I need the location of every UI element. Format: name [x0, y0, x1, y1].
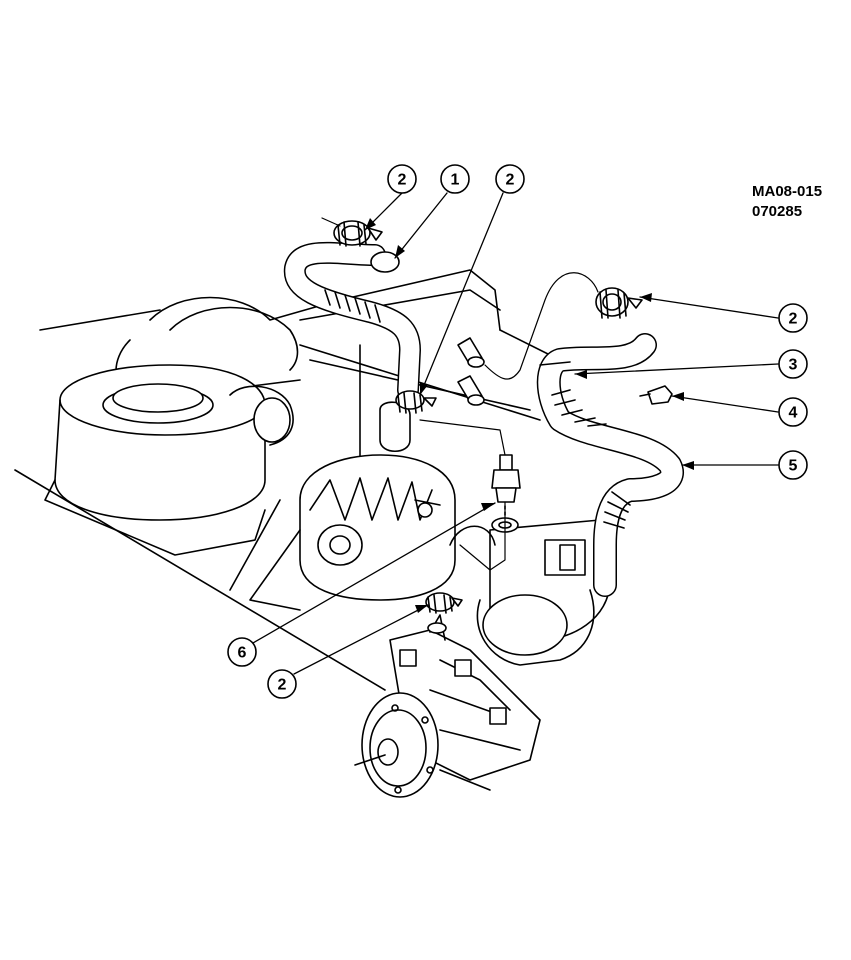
hose-clamp-top-left [333, 220, 383, 247]
callout-circle-3 [778, 349, 808, 379]
hose-fitting [491, 454, 521, 533]
callout-circles [227, 164, 808, 699]
callout-label-2-bottom: 2 [278, 677, 287, 694]
alternator [229, 401, 456, 611]
callout-label-5: 5 [789, 458, 798, 475]
air-cleaner [44, 306, 299, 556]
heater-hose-1 [283, 241, 421, 401]
callout-label-3: 3 [789, 357, 798, 374]
callout-label-1: 1 [451, 172, 460, 189]
callout-label-4: 4 [789, 405, 798, 422]
callout-circle-4 [778, 397, 808, 427]
callout-circle-2-top-center [495, 164, 525, 194]
drawing-number: MA08-015 [752, 183, 823, 200]
hose-clamp-bottom [425, 592, 463, 614]
callout-circle-2-bottom [267, 669, 297, 699]
callout-circle-1 [440, 164, 470, 194]
callout-circle-6 [227, 637, 257, 667]
cylinder-plugs [457, 337, 485, 406]
callout-numbers: 2 1 2 2 3 4 5 6 2 [238, 172, 798, 694]
heater-hose-5 [536, 333, 684, 597]
routing-lines [321, 217, 599, 571]
drawing-date-code: 070285 [752, 203, 803, 220]
water-pump [354, 614, 541, 798]
leader-arrowheads [365, 218, 694, 613]
callout-label-2-top-left: 2 [398, 172, 407, 189]
hose-clamp-right [595, 287, 643, 319]
hose-clamp-top-center [395, 390, 437, 414]
callout-label-2-right: 2 [789, 311, 798, 328]
callout-circle-2-right [778, 303, 808, 333]
thermostat-housing [449, 519, 611, 666]
callout-circle-2-top-left [387, 164, 417, 194]
callout-label-2-top-center: 2 [506, 172, 515, 189]
callout-label-6: 6 [238, 645, 247, 662]
mounting-bolt [639, 385, 673, 405]
drawing-reference: MA08-015 070285 [752, 182, 822, 222]
callout-circle-5 [778, 450, 808, 480]
